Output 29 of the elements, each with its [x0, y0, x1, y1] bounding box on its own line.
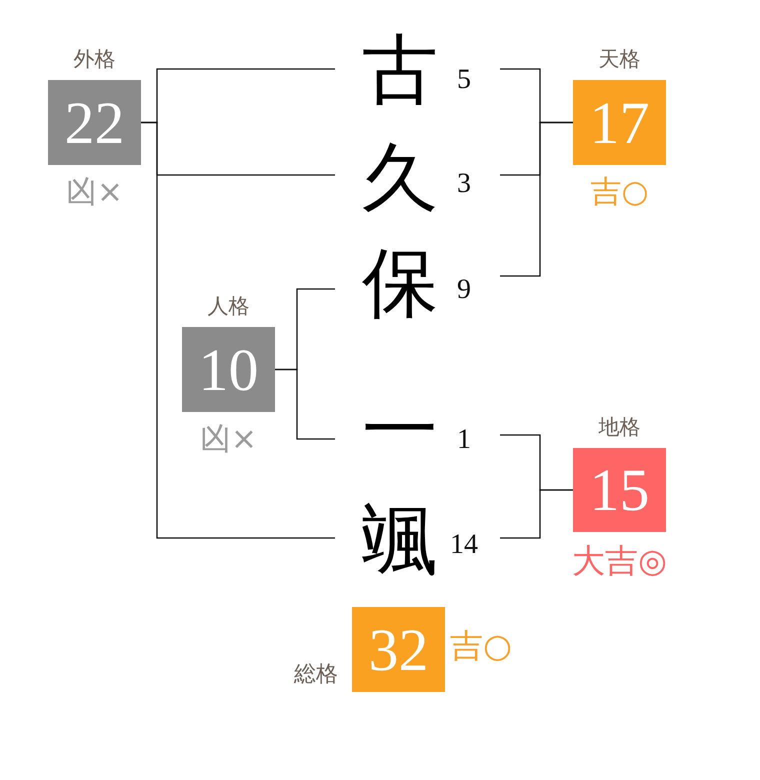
grade-label: 総格: [294, 662, 338, 688]
fortune-verdict: 吉○: [450, 627, 512, 665]
score-box: 17: [573, 80, 666, 165]
score-box: 10: [182, 327, 275, 412]
stroke-count: 14: [450, 529, 478, 561]
score-box: 22: [48, 80, 141, 165]
bracket-line: [141, 122, 335, 539]
name-character: 久: [362, 140, 438, 216]
stroke-count: 9: [457, 274, 471, 306]
grade-label: 外格: [74, 46, 116, 72]
name-character: 颯: [362, 502, 438, 578]
fortune-verdict: 大吉◎: [572, 542, 667, 580]
grade-label: 天格: [598, 46, 640, 72]
grade-label: 人格: [208, 293, 250, 319]
fortune-verdict: 吉○: [590, 175, 649, 211]
stroke-count: 3: [457, 168, 471, 200]
score-box: 15: [573, 448, 666, 532]
stroke-count: 1: [457, 424, 471, 456]
stroke-count: 5: [457, 64, 471, 96]
bracket-line: [500, 122, 573, 277]
score-box: 32: [352, 607, 445, 692]
name-character: 保: [362, 245, 438, 321]
fortune-verdict: 凶×: [200, 422, 257, 458]
bracket-line: [500, 489, 573, 539]
grade-label: 地格: [598, 414, 640, 440]
bracket-line: [275, 368, 335, 440]
name-character: 古: [362, 32, 438, 108]
name-character: 一: [362, 392, 438, 468]
fortune-verdict: 凶×: [66, 175, 123, 211]
